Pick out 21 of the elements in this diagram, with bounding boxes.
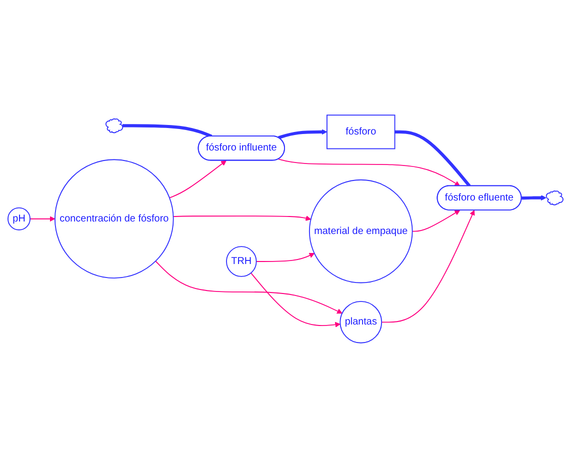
- arrow: [278, 128, 328, 139]
- node-circle: pH: [8, 206, 31, 230]
- node-circle: plantas: [340, 300, 382, 343]
- node-circle: material de empaque: [308, 178, 413, 283]
- node-box: fósforo: [326, 114, 396, 149]
- arrow: [30, 216, 56, 222]
- arrow: [381, 210, 475, 322]
- arrow: [522, 194, 546, 200]
- connector: [122, 124, 212, 138]
- node-circle: TRH: [226, 246, 257, 276]
- arrow: [256, 252, 315, 262]
- arrow: [412, 210, 460, 232]
- node-cloud: [546, 190, 564, 205]
- arrow: [278, 158, 460, 186]
- arrow: [172, 215, 312, 220]
- arrow: [250, 272, 340, 327]
- connector: [394, 130, 471, 186]
- arrow: [155, 260, 342, 314]
- node-circle: concentración de fósforo: [54, 158, 174, 278]
- node-cloud: [105, 118, 124, 133]
- arrow: [169, 160, 226, 198]
